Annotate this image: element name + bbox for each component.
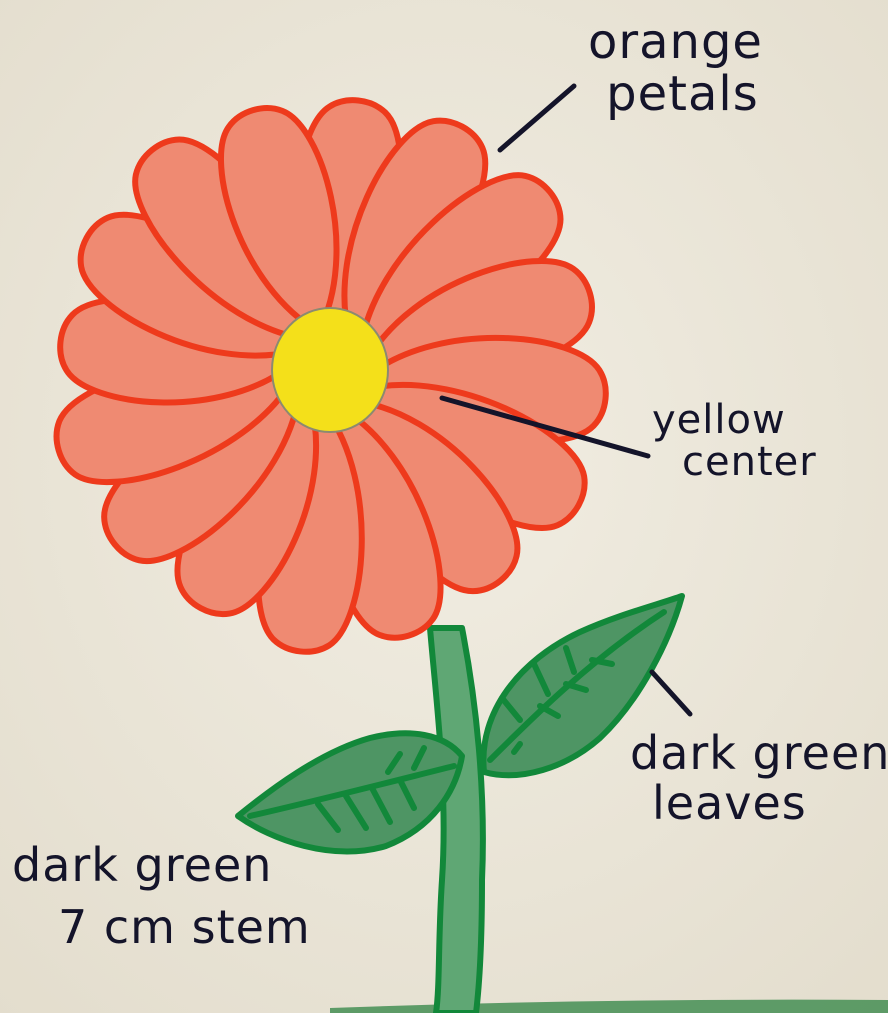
label-dark-green-leaves: dark green leaves: [630, 730, 888, 826]
label-leaves-line2: leaves: [652, 780, 888, 826]
label-dark-green-stem: dark green 7 cm stem: [12, 842, 311, 950]
label-petals-line1: orange: [588, 18, 763, 66]
label-stem-line1: dark green: [12, 842, 311, 888]
label-stem-line2: 7 cm stem: [58, 904, 311, 950]
label-center-line1: yellow: [652, 400, 817, 440]
label-yellow-center: yellow center: [652, 400, 817, 482]
label-orange-petals: orange petals: [588, 18, 763, 118]
flower-center: [272, 308, 388, 432]
label-leaves-line1: dark green: [630, 730, 888, 776]
label-petals-line2: petals: [602, 70, 763, 118]
label-center-line2: center: [682, 442, 817, 482]
